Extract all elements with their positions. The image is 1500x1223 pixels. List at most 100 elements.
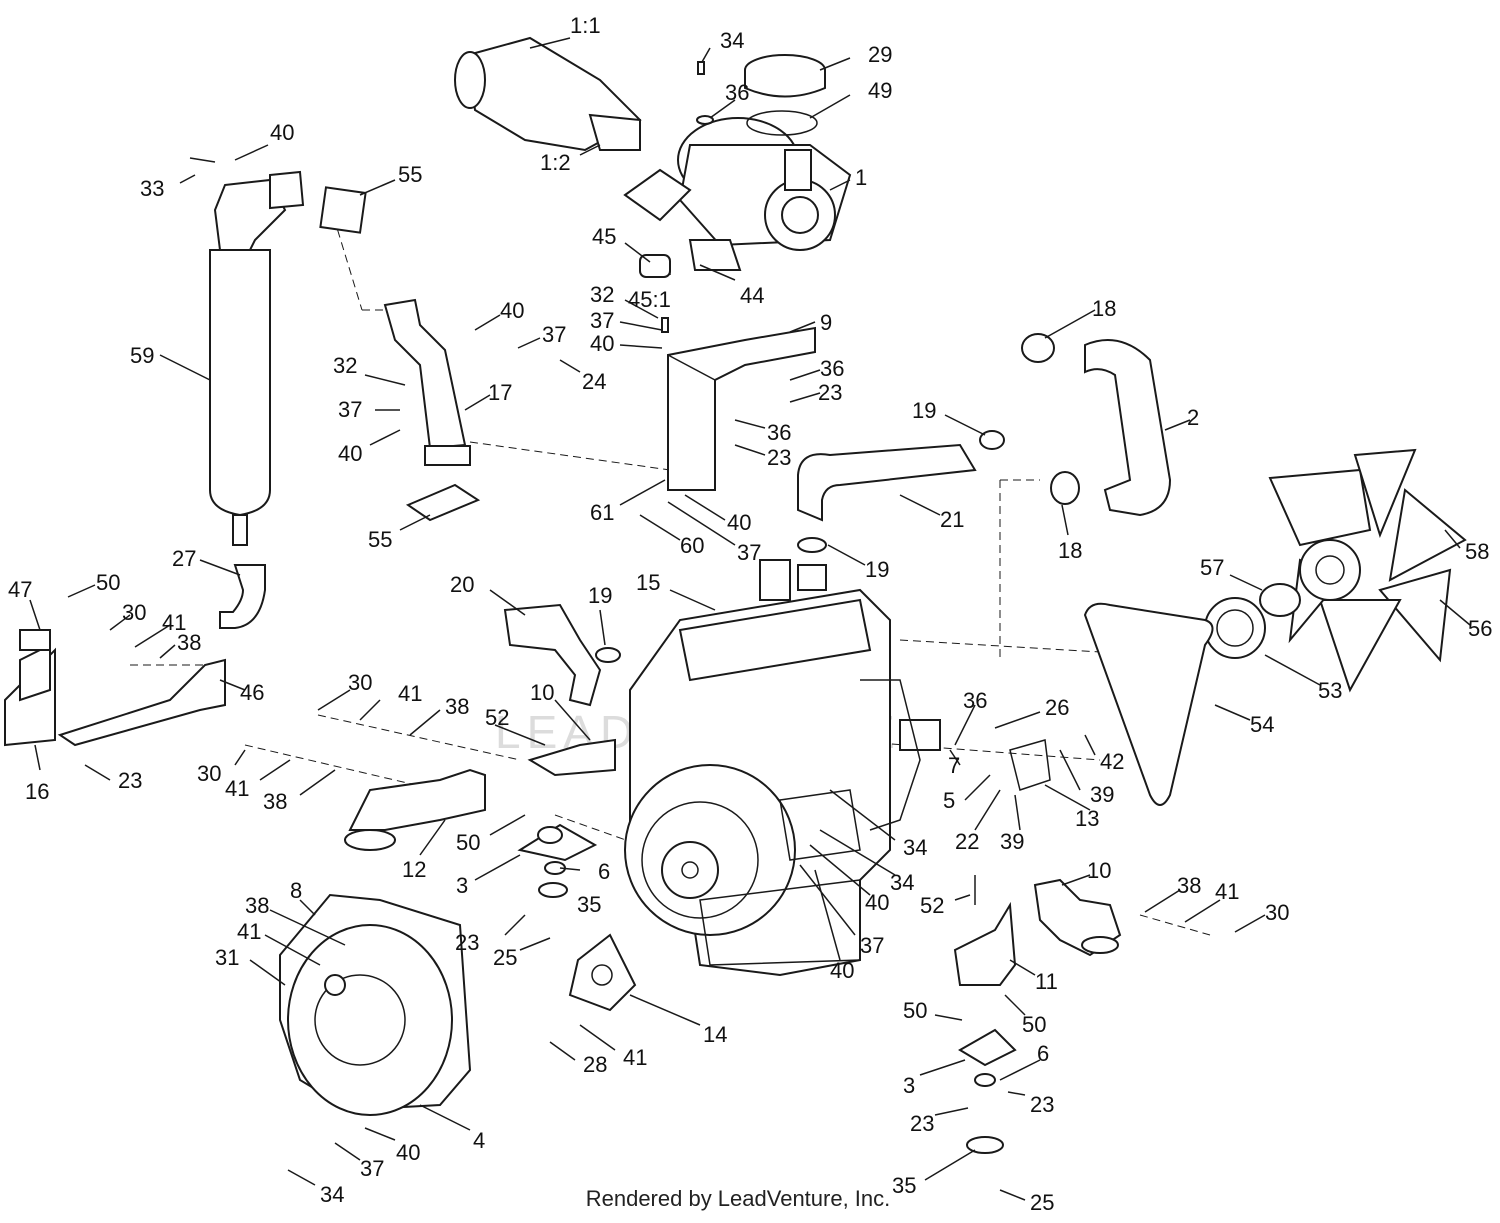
callout-label: 38 [245,893,269,918]
callout-label: 40 [727,510,751,535]
callout-label: 32 [333,353,357,378]
callout-label: 31 [215,945,239,970]
callout-label: 24 [582,369,606,394]
callout-label: 36 [725,80,749,105]
callout-label: 36 [820,356,844,381]
callout-label: 52 [485,705,509,730]
callout-label: 2 [1187,405,1199,430]
callout-label: 34 [903,835,927,860]
callout-label: 34 [320,1182,344,1207]
callout-label: 8 [290,878,302,903]
callout-label: 15 [636,570,660,595]
callout-label: 37 [590,308,614,333]
callout-label: 17 [488,380,512,405]
callout-label: 55 [398,162,422,187]
callout-label: 30 [122,600,146,625]
callout-label: 3 [903,1073,915,1098]
callout-label: 34 [720,28,744,53]
hoses [503,333,1172,707]
callout-label: 59 [130,343,154,368]
engine-block [624,559,941,977]
callout-label: 14 [703,1022,727,1047]
callout-label: 18 [1058,538,1082,563]
air-cleaner-assembly [454,36,852,278]
right-mounts [953,739,1122,1154]
callout-label: 40 [338,441,362,466]
callout-label: 40 [500,298,524,323]
callout-label: 57 [1200,555,1224,580]
callout-label: 37 [737,540,761,565]
bracket-9 [661,317,816,491]
callout-label: 50 [456,830,480,855]
callout-label: 39 [1090,782,1114,807]
callout-label: 35 [577,892,601,917]
callout-label: 1 [855,165,867,190]
callout-label: 58 [1465,539,1489,564]
callout-label: 30 [1265,900,1289,925]
callout-label: 16 [25,779,49,804]
callout-label: 36 [767,420,791,445]
callout-label: 23 [118,768,142,793]
callout-label: 3 [456,873,468,898]
callout-label: 28 [583,1052,607,1077]
callout-label: 55 [368,527,392,552]
callout-label: 54 [1250,712,1274,737]
callout-label: 25 [493,945,517,970]
callout-label: 6 [598,859,610,884]
callout-label: 23 [1030,1092,1054,1117]
callout-label: 23 [910,1111,934,1136]
callout-label: 27 [172,546,196,571]
callout-label: 19 [912,398,936,423]
exhaust-system [189,157,481,629]
bell-housing [279,893,637,1116]
callout-label: 41 [237,919,261,944]
callout-label: 1:1 [570,13,601,38]
callout-label: 22 [955,829,979,854]
callout-label: 11 [1035,969,1058,994]
callout-label: 40 [865,890,889,915]
callout-label: 40 [396,1140,420,1165]
callout-label: 12 [402,857,426,882]
callout-label: 19 [588,583,612,608]
callout-label: 18 [1092,296,1116,321]
callout-label: 38 [1177,873,1201,898]
callout-label: 20 [450,572,474,597]
callout-label: 47 [8,577,32,602]
callout-label: 41 [1215,879,1239,904]
left-mounts [4,629,616,898]
callout-label: 40 [830,958,854,983]
callout-label: 50 [96,570,120,595]
callout-label: 33 [140,176,164,201]
callout-label: 41 [398,681,422,706]
callout-label: 30 [197,761,221,786]
callout-label: 9 [820,310,832,335]
callout-label: 40 [590,331,614,356]
callout-label: 36 [963,688,987,713]
callout-label: 23 [818,380,842,405]
callout-label: 13 [1075,806,1099,831]
callout-label: 56 [1468,616,1492,641]
callout-label: 1:2 [540,150,571,175]
callout-label: 19 [865,557,889,582]
footer-credit: Rendered by LeadVenture, Inc. [0,1186,1500,1212]
callout-label: 41 [225,776,249,801]
callout-label: 4 [473,1128,485,1153]
leader-lines [29,37,1471,1201]
callout-label: 21 [940,507,964,532]
callout-label: 38 [263,789,287,814]
callout-label: 23 [767,445,791,470]
callout-label: 5 [943,788,955,813]
callout-label: 50 [1022,1012,1046,1037]
callout-label: 50 [903,998,927,1023]
callout-label: 37 [338,397,362,422]
callout-label: 40 [270,120,294,145]
callout-label: 38 [445,694,469,719]
callout-label: 53 [1318,678,1342,703]
callout-label: 37 [360,1156,384,1181]
callout-label: 45:1 [628,287,671,312]
callout-label: 35 [892,1173,916,1198]
callout-label: 30 [348,670,372,695]
callout-label: 10 [1087,858,1111,883]
callout-label: 41 [623,1045,647,1070]
